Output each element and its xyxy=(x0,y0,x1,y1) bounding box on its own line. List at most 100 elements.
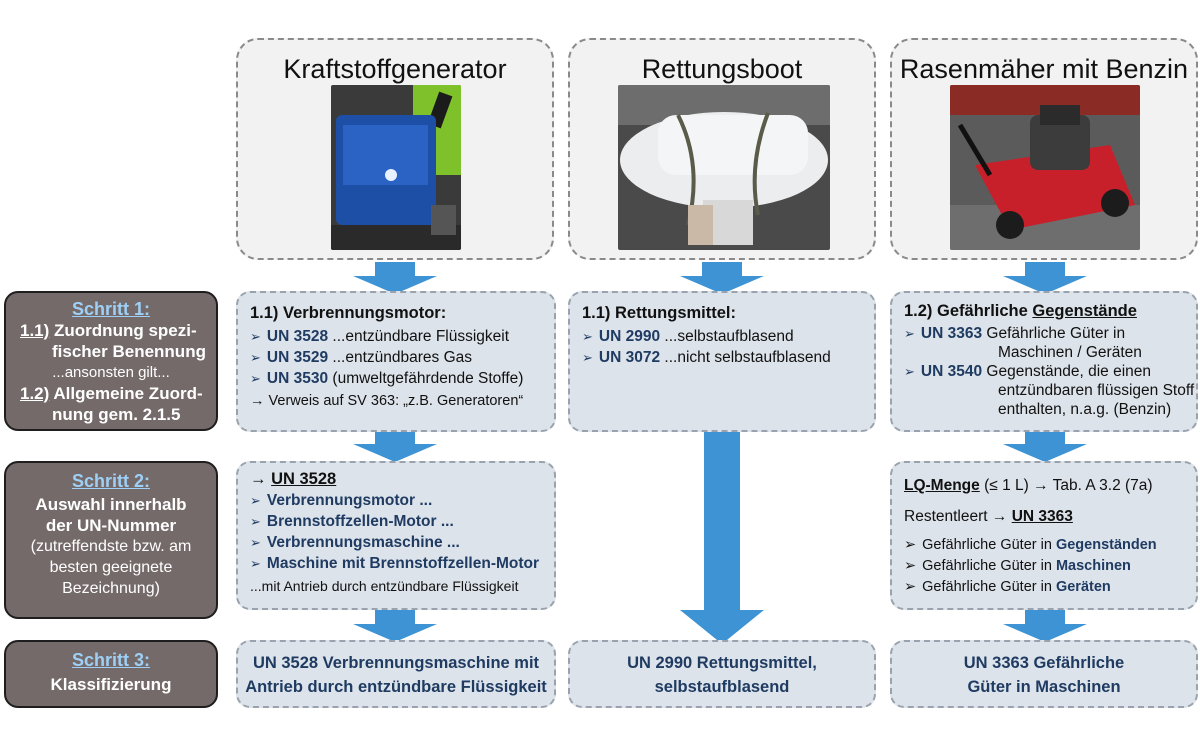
result-text: Güter in Maschinen xyxy=(967,678,1121,696)
step-text: ...ansonsten gilt... xyxy=(52,364,170,381)
list-item: ➢UN 3363 Gefährliche Güter in xyxy=(904,325,1126,342)
reference-note: → Verweis auf SV 363: „z.B. Generatoren“ xyxy=(250,393,524,409)
down-arrow-icon xyxy=(680,262,764,294)
step-2-label: Schritt 2: Auswahl innerhalb der UN-Numm… xyxy=(4,461,218,619)
list-item: ➢Verbrennungsmaschine ... xyxy=(250,534,460,551)
step-text: (zutreffendste bzw. am xyxy=(30,538,192,555)
item-text: Maschine mit Brennstoffzellen-Motor xyxy=(266,555,540,572)
item-emphasis: Geräten xyxy=(1055,579,1111,595)
un-number: UN 2990 xyxy=(598,328,661,345)
list-item: ➢Maschine mit Brennstoffzellen-Motor xyxy=(250,555,540,572)
list-item: ➢Brennstoffzellen-Motor ... xyxy=(250,513,454,530)
item-text: Gefährliche Güter in xyxy=(922,558,1056,574)
step-sub-number: 1.1) xyxy=(20,321,50,340)
column-card-generator: Kraftstoffgenerator xyxy=(236,38,554,260)
lifeboat-result: UN 2990 Rettungsmittel, selbstaufblasend xyxy=(568,640,876,708)
lq-text: (≤ 1 L) → Tab. A 3.2 (7a) xyxy=(979,477,1153,494)
result-text: UN 2990 Rettungsmittel, xyxy=(627,654,817,672)
column-title: Rettungsboot xyxy=(641,54,803,84)
list-item: ➢Gefährliche Güter in Gegenständen xyxy=(904,537,1157,553)
result-text: UN 3363 Gefährliche xyxy=(963,654,1125,672)
step-text: Bezeichnung) xyxy=(62,580,160,597)
un-number: UN 3540 xyxy=(920,363,983,380)
lifeboat-step1-panel: 1.1) Rettungsmittel: ➢UN 2990 ...selbsta… xyxy=(568,291,876,432)
item-text: Gefährliche Güter in xyxy=(986,325,1126,342)
rest-text: Restentleert → xyxy=(904,508,1012,525)
item-text: Gefährliche Güter in xyxy=(922,537,1056,553)
item-text: ...entzündbare Flüssigkeit xyxy=(332,328,510,345)
item-text: Verbrennungsmotor ... xyxy=(266,492,433,509)
generator-step1-panel: 1.1) Verbrennungsmotor: ➢UN 3528 ...entz… xyxy=(236,291,556,432)
un-number: UN 3363 xyxy=(920,325,983,342)
lawnmower-photo xyxy=(950,85,1140,250)
list-item: ➢Gefährliche Güter in Maschinen xyxy=(904,558,1131,574)
note-text: ...mit Antrieb durch entzündbare Flüssig… xyxy=(250,578,519,594)
un-number: UN 3363 xyxy=(1011,508,1073,525)
arrow-glyph: → xyxy=(250,470,267,488)
generator-step2-panel: → UN 3528 ➢Verbrennungsmotor ... ➢Brenns… xyxy=(236,461,556,610)
un-number: UN 3530 xyxy=(266,370,329,387)
list-item: ➢UN 2990 ...selbstaufblasend xyxy=(582,328,794,345)
step-text: Allgemeine Zuord- xyxy=(53,384,203,403)
generator-result: UN 3528 Verbrennungsmaschine mit Antrieb… xyxy=(236,640,556,708)
item-text: enthalten, n.a.g. (Benzin) xyxy=(998,401,1172,418)
lawnmower-step2-panel: LQ-Menge (≤ 1 L) → Tab. A 3.2 (7a) Reste… xyxy=(890,461,1198,610)
lq-line: LQ-Menge (≤ 1 L) → Tab. A 3.2 (7a) xyxy=(904,475,1184,496)
column-title: Rasenmäher mit Benzin xyxy=(899,54,1189,84)
un-number: UN 3072 xyxy=(598,349,661,366)
item-text: Brennstoffzellen-Motor ... xyxy=(266,513,454,530)
item-text: ...entzündbares Gas xyxy=(332,349,472,366)
step-title: Schritt 3: xyxy=(71,650,150,670)
down-arrow-icon xyxy=(1003,262,1087,294)
panel-header: 1.1) Verbrennungsmotor: xyxy=(250,304,447,322)
result-text: selbstaufblasend xyxy=(654,678,790,696)
item-emphasis: Maschinen xyxy=(1055,558,1131,574)
lawnmower-step1-panel: 1.2) Gefährliche Gegenstände ➢UN 3363 Ge… xyxy=(890,291,1198,432)
step-text: der UN-Nummer xyxy=(45,516,177,535)
panel-header: 1.1) Rettungsmittel: xyxy=(582,304,737,322)
rest-line: Restentleert → UN 3363 xyxy=(904,506,1184,527)
panel-header: → UN 3528 xyxy=(250,469,542,490)
column-title: Kraftstoffgenerator xyxy=(283,54,507,84)
list-item: ➢Verbrennungsmotor ... xyxy=(250,492,433,509)
panel-header: 1.2) Gefährliche Gegenstände xyxy=(904,301,1184,322)
step-1-label: Schritt 1: 1.1) Zuordnung spezi- fischer… xyxy=(4,291,218,431)
generator-photo xyxy=(331,85,461,250)
un-number: UN 3528 xyxy=(271,470,337,488)
step-title: Schritt 2: xyxy=(71,471,150,491)
down-arrow-icon xyxy=(1003,432,1087,462)
item-text: (umweltgefährdende Stoffe) xyxy=(332,370,524,387)
result-text: Antrieb durch entzündbare Flüssigkeit xyxy=(245,678,547,696)
down-arrow-icon xyxy=(353,610,437,642)
lifeboat-photo xyxy=(618,85,830,250)
result-text: UN 3528 Verbrennungsmaschine mit xyxy=(252,654,540,672)
item-text: ...nicht selbstaufblasend xyxy=(664,349,831,366)
list-item: ➢UN 3540 Gegenstände, die einen xyxy=(904,363,1152,380)
un-number: UN 3528 xyxy=(266,328,329,345)
column-card-lifeboat: Rettungsboot xyxy=(568,38,876,260)
item-text: ...selbstaufblasend xyxy=(664,328,794,345)
step-text: Zuordnung spezi- xyxy=(54,321,197,340)
header-text: 1.2) Gefährliche xyxy=(904,302,1033,320)
lawnmower-result: UN 3363 Gefährliche Güter in Maschinen xyxy=(890,640,1198,708)
column-card-lawnmower: Rasenmäher mit Benzin xyxy=(890,38,1198,260)
item-text: Gefährliche Güter in xyxy=(922,579,1056,595)
step-title: Schritt 1: xyxy=(71,299,150,319)
step-text: nung gem. 2.1.5 xyxy=(52,405,181,424)
down-arrow-icon xyxy=(1003,610,1087,642)
item-text: Verbrennungsmaschine ... xyxy=(266,534,460,551)
step-text: Auswahl innerhalb xyxy=(35,495,187,514)
list-item: ➢UN 3072 ...nicht selbstaufblasend xyxy=(582,349,831,366)
item-text: entzündbaren flüssigen Stoff xyxy=(998,382,1195,399)
step-sub-number: 1.2) xyxy=(20,384,50,403)
step-text: Klassifizierung xyxy=(50,675,172,694)
un-number: UN 3529 xyxy=(266,349,329,366)
list-item: ➢UN 3528 ...entzündbare Flüssigkeit xyxy=(250,328,510,345)
step-text: besten geeignete xyxy=(49,559,173,576)
item-text: Maschinen / Geräten xyxy=(998,344,1142,361)
step-text: fischer Benennung xyxy=(52,342,206,361)
item-text: Gegenstände, die einen xyxy=(986,363,1152,380)
list-item: ➢UN 3529 ...entzündbares Gas xyxy=(250,349,472,366)
down-arrow-icon xyxy=(353,432,437,462)
list-item: ➢Gefährliche Güter in Geräten xyxy=(904,579,1111,595)
